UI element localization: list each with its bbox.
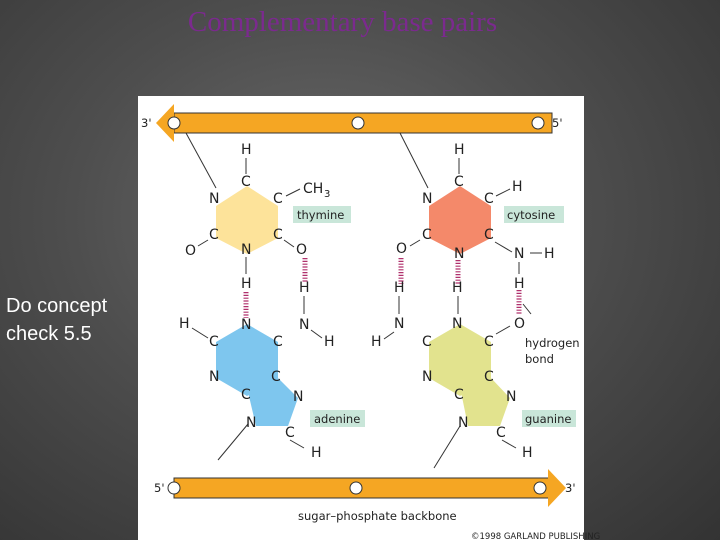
svg-text:N: N (293, 389, 303, 405)
svg-text:C: C (241, 387, 251, 403)
cytosine-base: H C N C H C C N O N H H cytosine (396, 142, 564, 292)
svg-text:C: C (484, 227, 494, 243)
svg-text:C: C (484, 369, 494, 385)
base-pair-diagram: 3' 5' 5' 3' H C N C CH 3 C C N O O (141, 104, 600, 540)
hydrogen-bonds (243, 258, 522, 318)
svg-text:H: H (522, 445, 533, 461)
top-phosphate-right (531, 116, 545, 130)
base-pair-figure: 3' 5' 5' 3' H C N C CH 3 C C N O O (138, 96, 600, 540)
svg-text:H: H (311, 445, 322, 461)
svg-text:C: C (273, 227, 283, 243)
svg-text:N: N (422, 369, 432, 385)
svg-text:N: N (452, 316, 462, 332)
svg-text:O: O (185, 243, 196, 259)
note-line-1: Do concept (6, 295, 108, 317)
hydrogen-bond-label-1: hydrogen (525, 336, 580, 350)
thymine-base: H C N C CH 3 C C N O O H thymine (185, 142, 351, 292)
svg-text:C: C (285, 425, 295, 441)
svg-text:C: C (209, 334, 219, 350)
svg-text:C: C (422, 227, 432, 243)
adenine-label: adenine (314, 412, 360, 426)
svg-text:N: N (246, 415, 256, 431)
adenine-ring-large (216, 324, 278, 396)
cytosine-ring (429, 186, 491, 254)
svg-text:C: C (496, 425, 506, 441)
cytosine-label: cytosine (507, 208, 555, 222)
thymine-label-box (293, 206, 351, 223)
bottom-strand-arrow (548, 469, 566, 507)
guanine-label: guanine (525, 412, 571, 426)
svg-text:C: C (273, 334, 283, 350)
hydrogen-bond-annotation: hydrogen bond (522, 303, 580, 366)
thymine-ring (216, 186, 278, 254)
svg-text:H: H (241, 276, 252, 292)
top-backbone: 3' 5' (141, 104, 562, 142)
svg-text:H: H (514, 276, 525, 292)
svg-text:CH: CH (303, 181, 323, 197)
svg-text:O: O (296, 242, 307, 258)
top-right-end-label: 5' (552, 116, 562, 130)
bottom-phosphate-left (167, 481, 181, 495)
svg-text:N: N (454, 246, 464, 262)
top-left-end-label: 3' (141, 116, 151, 130)
svg-text:C: C (241, 174, 251, 190)
svg-text:H: H (544, 246, 555, 262)
svg-text:3: 3 (324, 189, 330, 200)
svg-text:H: H (452, 280, 463, 296)
svg-text:H: H (241, 142, 252, 158)
adenine-label-box (310, 410, 365, 427)
svg-text:N: N (458, 415, 468, 431)
svg-text:C: C (454, 174, 464, 190)
svg-text:H: H (454, 142, 465, 158)
svg-text:N: N (514, 246, 524, 262)
svg-text:C: C (422, 334, 432, 350)
guanine-ring-large (429, 324, 491, 396)
concept-check-note: Do concept check 5.5 (6, 292, 136, 348)
backbone-caption: sugar–phosphate backbone (298, 509, 457, 523)
top-strand-arrow (156, 104, 174, 142)
adenine-base: H N N H H C C N C C N N C H adenine (179, 280, 365, 461)
glycosidic-bonds (185, 132, 461, 469)
top-phosphate-left (167, 116, 181, 130)
svg-text:N: N (394, 316, 404, 332)
svg-text:N: N (209, 191, 219, 207)
adenine-ring-small (248, 378, 298, 426)
svg-text:C: C (484, 191, 494, 207)
svg-text:N: N (506, 389, 516, 405)
guanine-ring-small (461, 378, 510, 426)
bottom-left-end-label: 5' (154, 481, 164, 495)
svg-text:H: H (512, 179, 523, 195)
svg-text:H: H (324, 334, 335, 350)
copyright-text: ©1998 GARLAND PUBLISHING (471, 532, 600, 540)
thymine-label: thymine (297, 208, 344, 222)
svg-text:H: H (179, 316, 190, 332)
svg-text:C: C (454, 387, 464, 403)
bottom-right-end-label: 3' (565, 481, 575, 495)
svg-text:N: N (422, 191, 432, 207)
svg-text:C: C (484, 334, 494, 350)
svg-text:C: C (209, 227, 219, 243)
note-line-2: check 5.5 (6, 323, 92, 345)
svg-text:O: O (514, 316, 525, 332)
svg-text:H: H (394, 280, 405, 296)
svg-text:N: N (299, 317, 309, 333)
top-phosphate-mid (351, 116, 365, 130)
bottom-backbone: 5' 3' (154, 469, 575, 507)
svg-text:C: C (271, 369, 281, 385)
guanine-base: H N H H N O C C N C C N N C H guanine (371, 280, 576, 461)
slide-title: Complementary base pairs (187, 6, 498, 38)
svg-text:C: C (273, 191, 283, 207)
hydrogen-bond-label-2: bond (525, 352, 554, 366)
bottom-phosphate-right (533, 481, 547, 495)
bottom-backbone-bar (173, 477, 553, 499)
svg-text:N: N (241, 317, 251, 333)
svg-text:N: N (241, 242, 251, 258)
svg-text:H: H (299, 280, 310, 296)
svg-text:H: H (371, 334, 382, 350)
bottom-phosphate-mid (349, 481, 363, 495)
cytosine-label-box (504, 206, 564, 223)
svg-text:O: O (396, 241, 407, 257)
guanine-label-box (522, 410, 576, 427)
svg-text:N: N (209, 369, 219, 385)
